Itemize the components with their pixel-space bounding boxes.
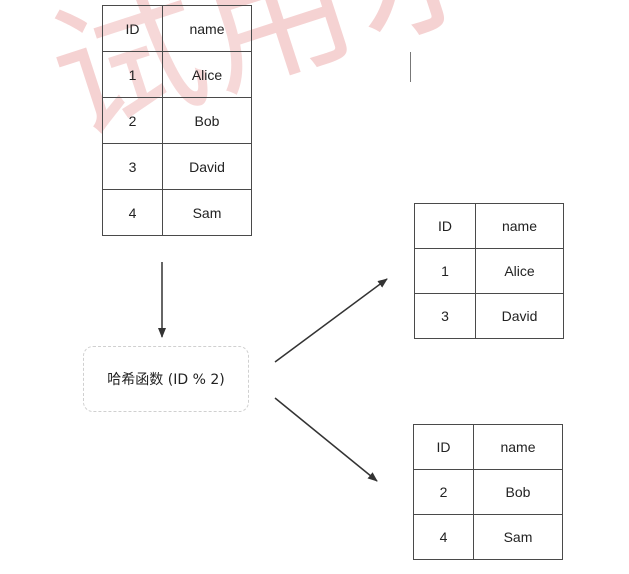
text-cursor-mark: [410, 52, 411, 82]
bucket-table-odd-ids: ID name 1 Alice 3 David: [414, 203, 564, 339]
cell-id: 3: [414, 293, 476, 339]
table-header-row: ID name: [414, 203, 564, 249]
cell-name: Alice: [475, 248, 564, 294]
arrow-to-odd-bucket: [274, 278, 388, 363]
bucket-table-even-ids: ID name 2 Bob 4 Sam: [413, 424, 563, 560]
cell-name: David: [475, 293, 564, 339]
header-name: name: [473, 424, 563, 470]
table-row: 3 David: [102, 143, 252, 190]
header-name: name: [162, 5, 252, 52]
header-id: ID: [413, 424, 474, 470]
arrow-to-even-bucket: [274, 397, 378, 482]
table-row: 2 Bob: [413, 469, 563, 515]
cell-id: 3: [102, 143, 163, 190]
header-id: ID: [102, 5, 163, 52]
cell-id: 2: [413, 469, 474, 515]
cell-name: Sam: [162, 189, 252, 236]
header-id: ID: [414, 203, 476, 249]
table-row: 1 Alice: [414, 248, 564, 294]
cell-name: Bob: [473, 469, 563, 515]
cell-id: 4: [413, 514, 474, 560]
table-header-row: ID name: [413, 424, 563, 470]
cell-id: 1: [102, 51, 163, 98]
table-row: 4 Sam: [413, 514, 563, 560]
table-header-row: ID name: [102, 5, 252, 52]
cell-name: Bob: [162, 97, 252, 144]
table-row: 1 Alice: [102, 51, 252, 98]
header-name: name: [475, 203, 564, 249]
table-row: 2 Bob: [102, 97, 252, 144]
table-row: 4 Sam: [102, 189, 252, 236]
hash-function-label: 哈希函数 (ID % 2): [107, 372, 225, 388]
cell-name: David: [162, 143, 252, 190]
table-row: 3 David: [414, 293, 564, 339]
hash-function-box: 哈希函数 (ID % 2): [83, 346, 249, 412]
cell-id: 1: [414, 248, 476, 294]
cell-name: Sam: [473, 514, 563, 560]
source-table: ID name 1 Alice 2 Bob 3 David 4 Sam: [102, 5, 252, 236]
cell-name: Alice: [162, 51, 252, 98]
